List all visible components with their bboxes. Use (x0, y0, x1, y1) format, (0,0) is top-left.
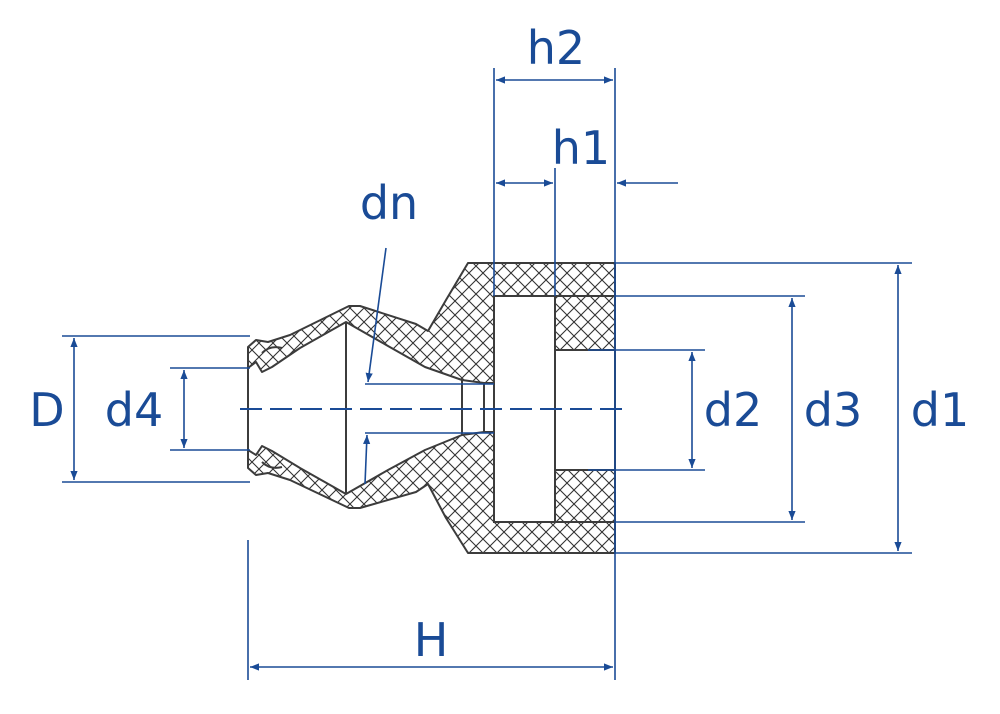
label-dn: dn (360, 176, 418, 230)
dimension-lines (62, 68, 912, 680)
label-D: D (29, 383, 64, 437)
label-H: H (414, 613, 449, 667)
label-d2: d2 (704, 383, 762, 437)
label-h2: h2 (527, 21, 585, 75)
label-d1: d1 (911, 383, 969, 437)
label-d3: d3 (804, 383, 862, 437)
label-d4: d4 (105, 383, 163, 437)
label-h1: h1 (552, 121, 610, 175)
